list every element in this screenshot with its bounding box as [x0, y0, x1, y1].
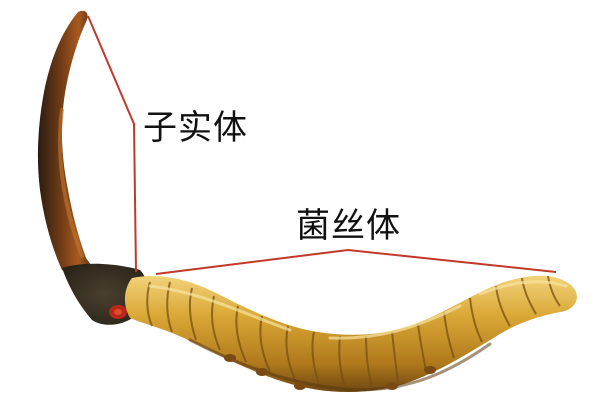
- mycelium-leader: [155, 248, 557, 275]
- leader-lines: [87, 15, 557, 275]
- larva-legs: [224, 354, 436, 390]
- stroma-shape: [37, 10, 96, 275]
- fruiting-body-label: 子实体: [143, 108, 248, 148]
- head-red-spot-inner: [114, 309, 122, 315]
- mycelium-body: [124, 275, 577, 393]
- stroma-highlight: [57, 108, 84, 258]
- fruiting-body-leader: [87, 15, 137, 273]
- larva-shadow: [188, 338, 492, 392]
- larva-head: [62, 263, 148, 325]
- larva-highlights: [148, 280, 568, 340]
- mycelium-label: 菌丝体: [296, 206, 401, 246]
- fruiting-body: [37, 10, 96, 275]
